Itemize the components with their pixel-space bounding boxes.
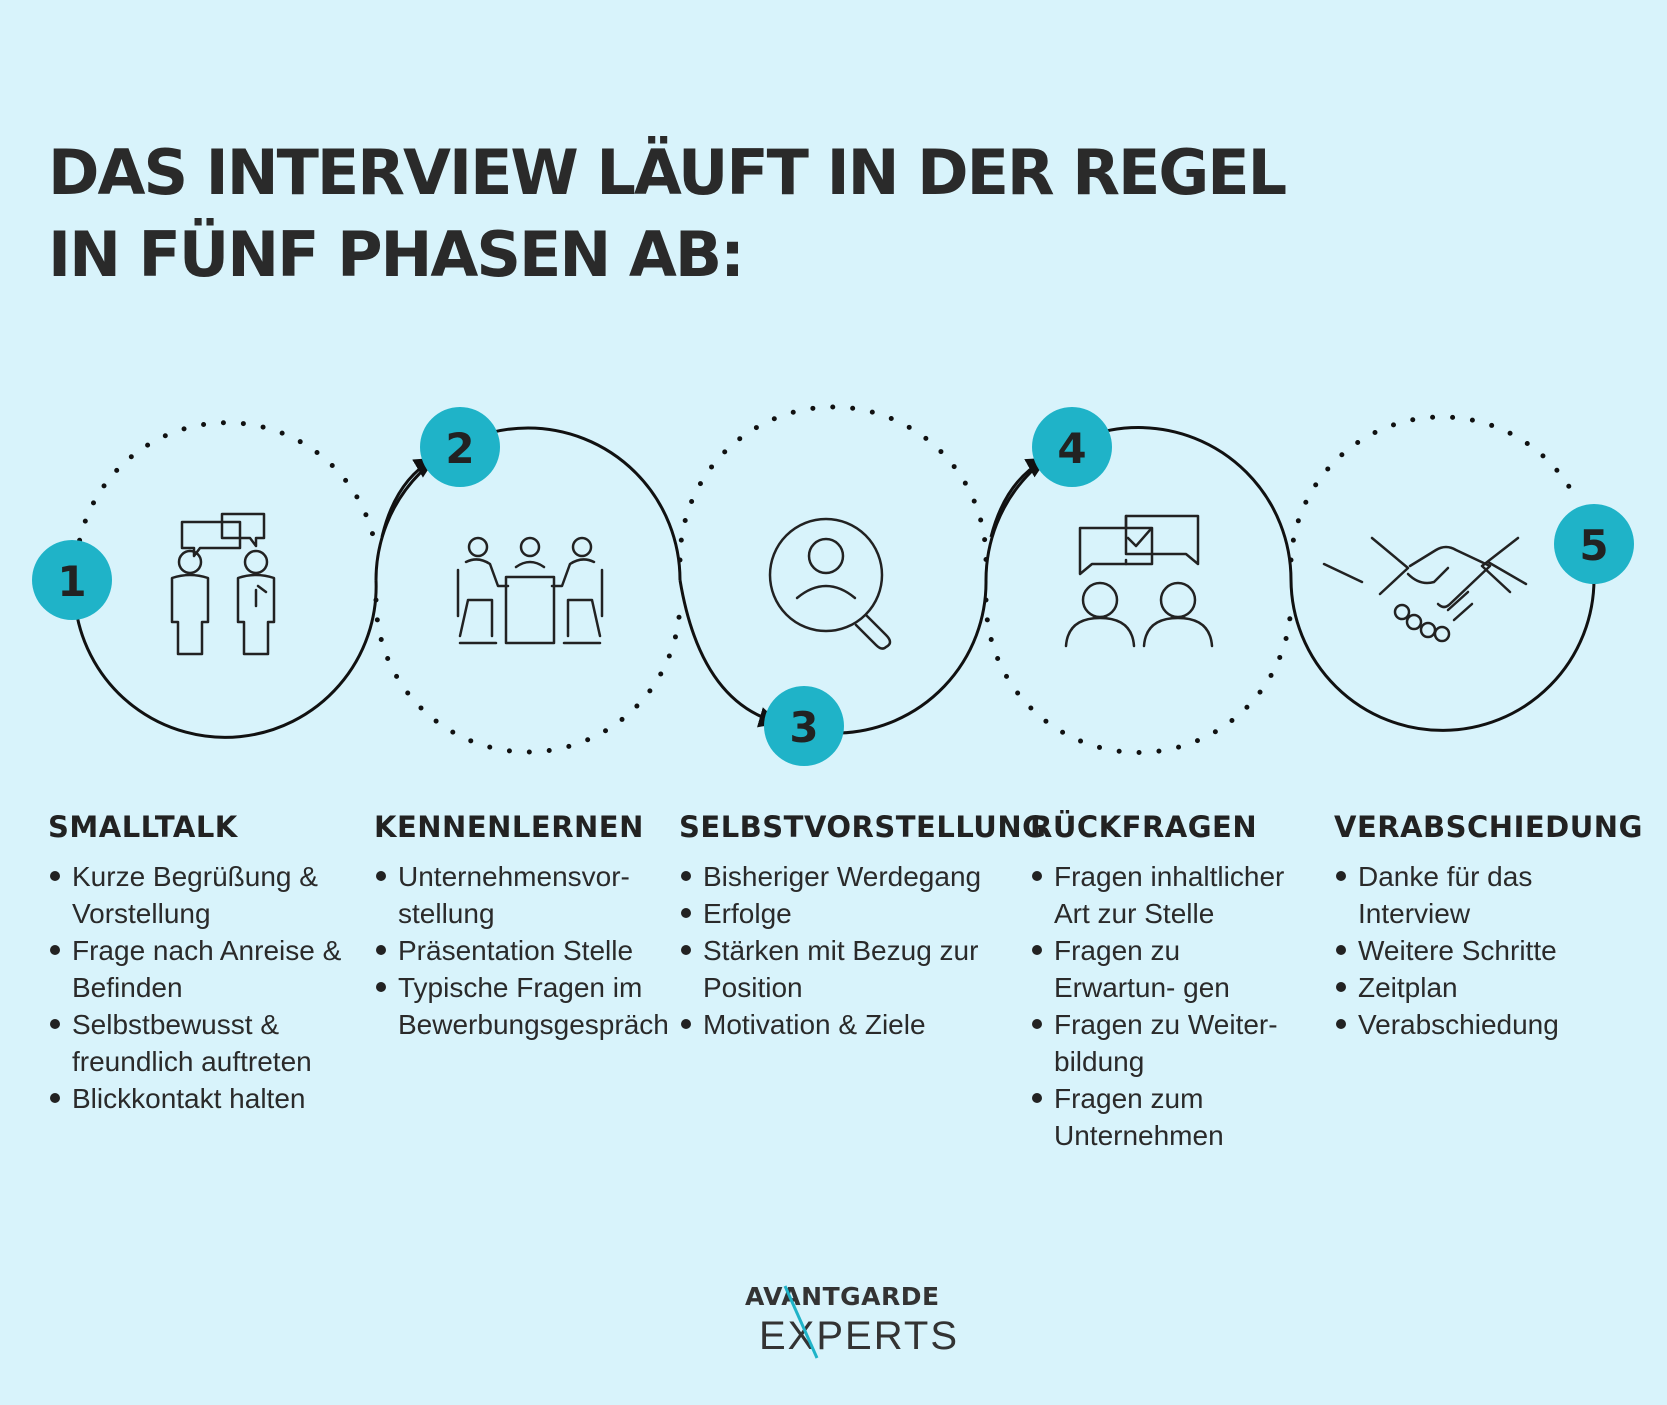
phase-bullet-list: Fragen inhaltlicher Art zur Stelle Frage… [1030,858,1290,1154]
page-title: DAS INTERVIEW LÄUFT IN DER REGEL IN FÜNF… [48,132,1287,296]
logo-slash-mark [783,1285,819,1359]
step-badge-1: 1 [32,540,112,620]
phase-heading: SELBSTVORSTELLUNG [679,810,1047,844]
meeting-table-icon [456,536,604,645]
list-item: Motivation & Ziele [679,1006,999,1043]
circle-5-solid-arc [1289,577,1596,732]
step-number-2: 2 [445,424,474,473]
magnifier-person-icon [768,517,892,650]
list-item: Fragen zu Weiter- bildung [1030,1006,1290,1080]
phase-heading: SMALLTALK [48,810,238,844]
circle-4-dotted-arc [983,597,1294,755]
step-badge-4: 4 [1032,407,1112,487]
circle-2-dotted-arc [373,597,683,755]
list-item: Bisheriger Werdegang [679,858,999,895]
list-item: Stärken mit Bezug zur Position [679,932,999,1006]
list-item: Erfolge [679,895,999,932]
list-item: Präsentation Stelle [374,932,664,969]
logo-line-1: AVANTGARDE [745,1282,940,1311]
list-item: Fragen zum Unternehmen [1030,1080,1290,1154]
list-item: Selbstbewusst & freundlich auftreten [48,1006,348,1080]
step-badge-2: 2 [420,407,500,487]
page-title-line-1: DAS INTERVIEW LÄUFT IN DER REGEL [48,136,1287,209]
list-item: Typische Fragen im Bewerbungsgespräch [374,969,669,1043]
phase-bullet-list: Bisheriger Werdegang Erfolge Stärken mit… [679,858,999,1043]
circle-3-solid-arc [678,579,781,728]
circle-4-solid-arc [984,426,1293,581]
step-number-5: 5 [1579,521,1608,570]
circle-3-solid-arc-right [839,579,988,735]
logo-line-2: EXPERTS [759,1314,959,1358]
step-number-1: 1 [57,557,86,606]
circle-1-solid-arc [74,579,378,739]
list-item: Fragen zu Erwartun- gen [1030,932,1290,1006]
list-item: Blickkontakt halten [48,1080,348,1117]
people-chat-check-icon [1064,514,1214,648]
phase-smalltalk: SMALLTALK Kurze Begrüßung & Vorstellung … [48,810,348,1117]
list-item: Kurze Begrüßung & Vorstellung [48,858,348,932]
step-badge-3: 3 [764,686,844,766]
circle-1-dotted-arc [73,420,379,583]
list-item: Zeitplan [1334,969,1634,1006]
circle-2-arrow [380,457,436,538]
circle-5-dotted-arc [1288,414,1577,563]
circle-3-dotted-arc [677,404,989,563]
phase-heading: RÜCKFRAGEN [1030,810,1258,844]
page-title-line-2: IN FÜNF PHASEN AB: [48,218,745,291]
step-number-3: 3 [789,703,818,752]
step-number-4: 4 [1057,424,1086,473]
two-people-talking-icon [170,512,276,656]
list-item: Weitere Schritte [1334,932,1634,969]
circle-2-solid-arc [374,426,682,581]
list-item: Fragen inhaltlicher Art zur Stelle [1030,858,1290,932]
circle-4-arrow [989,457,1048,538]
phase-rueckfragen: RÜCKFRAGEN Fragen inhaltlicher Art zur S… [1030,810,1290,1154]
brand-logo: AVANTGARDE EXPERTS [745,1282,957,1362]
phase-verabschiedung: VERABSCHIEDUNG Danke für das Interview W… [1334,810,1643,1043]
phase-bullet-list: Unternehmensvor- stellung Präsentation S… [374,858,669,1043]
list-item: Danke für das Interview [1334,858,1634,932]
phase-selbstvorstellung: SELBSTVORSTELLUNG Bisheriger Werdegang E… [679,810,1047,1043]
phase-heading: VERABSCHIEDUNG [1334,810,1643,844]
phase-kennenlernen: KENNENLERNEN Unternehmensvor- stellung P… [374,810,669,1043]
list-item: Verabschiedung [1334,1006,1634,1043]
phase-heading: KENNENLERNEN [374,810,644,844]
phase-bullet-list: Danke für das Interview Weitere Schritte… [1334,858,1634,1043]
phase-bullet-list: Kurze Begrüßung & Vorstellung Frage nach… [48,858,348,1117]
list-item: Frage nach Anreise & Befinden [48,932,348,1006]
step-badge-5: 5 [1554,504,1634,584]
handshake-icon [1322,536,1528,643]
list-item: Unternehmensvor- stellung [374,858,664,932]
